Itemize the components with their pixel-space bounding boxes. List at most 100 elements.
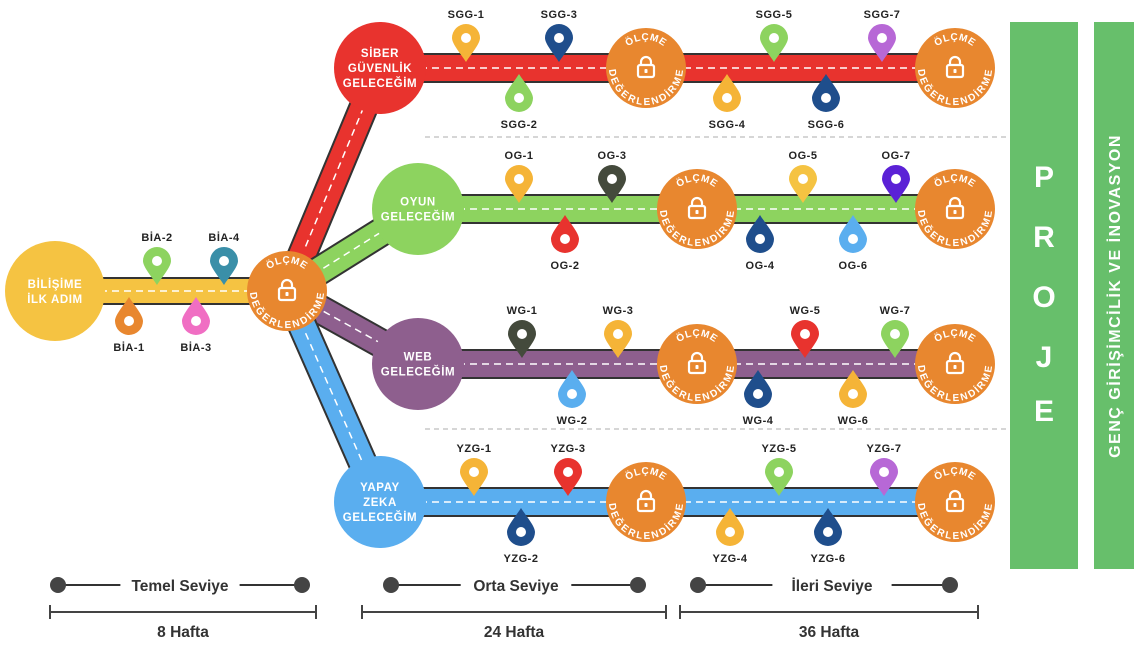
pin-sgg-6-label: SGG-6: [808, 119, 845, 131]
assessment-cyber-security-mid-top-label: ÖLÇME: [623, 32, 669, 49]
pin-sgg-1-label: SGG-1: [448, 9, 485, 21]
track-node-cyber-security: SİBER GÜVENLİK GELECEĞİM: [334, 22, 426, 114]
pin-bia-2-label: BİA-2: [141, 231, 172, 244]
pin-yzg-3: YZG-3: [551, 443, 586, 496]
pin-og-6-dot: [848, 234, 858, 244]
pin-yzg-3-label: YZG-3: [551, 443, 586, 455]
track-node-cyber-security-line-1: SİBER: [361, 47, 399, 60]
pin-sgg-4-label: SGG-4: [709, 119, 746, 131]
pin-sgg-7-dot: [877, 33, 887, 43]
pin-wg-7-dot: [890, 329, 900, 339]
pin-og-1-dot: [514, 174, 524, 184]
pin-bia-3: BİA-3: [180, 297, 211, 354]
pin-yzg-5-label: YZG-5: [762, 443, 797, 455]
pin-bia-4-label: BİA-4: [208, 231, 240, 244]
assessment-cyber-security-mid-circle: [606, 28, 686, 108]
pin-sgg-6: SGG-6: [808, 74, 845, 131]
pin-yzg-1-dot: [469, 467, 479, 477]
assessment-web-mid-top-label: ÖLÇME: [674, 328, 720, 345]
pin-sgg-3-label: SGG-3: [541, 9, 578, 21]
pin-wg-6: WG-6: [838, 370, 868, 427]
pin-sgg-3: SGG-3: [541, 9, 578, 62]
pin-bia-2: BİA-2: [141, 231, 172, 285]
track-node-game-line-2: GELECEĞİM: [381, 211, 455, 224]
pin-og-2-label: OG-2: [551, 260, 580, 272]
track-node-cyber-security-line-3: GELECEĞİM: [343, 77, 417, 90]
level-1-weeks: 8 Hafta: [157, 624, 209, 641]
pin-sgg-4: SGG-4: [709, 74, 746, 131]
assessment-game-mid-top-label: ÖLÇME: [674, 173, 720, 190]
pin-yzg-1-label: YZG-1: [457, 443, 492, 455]
track-node-game-line-1: OYUN: [400, 197, 436, 209]
innovation-panel: GENÇ GİRİŞİMCİLİK VE İNOVASYON: [1094, 22, 1134, 569]
pin-wg-5-label: WG-5: [790, 305, 821, 317]
pin-sgg-5-dot: [769, 33, 779, 43]
pin-wg-5-dot: [800, 329, 810, 339]
pin-og-7-dot: [891, 174, 901, 184]
pin-sgg-7: SGG-7: [864, 9, 901, 63]
pin-og-6: OG-6: [839, 215, 868, 272]
track-node-web-line-1: WEB: [404, 352, 433, 364]
assessment-web-end-top-label: ÖLÇME: [932, 328, 978, 345]
pin-og-3: OG-3: [598, 150, 627, 203]
pin-bia-2-dot: [152, 256, 162, 266]
pin-sgg-7-label: SGG-7: [864, 9, 901, 21]
level-2-end-dot: [630, 577, 646, 593]
pin-og-5-dot: [798, 174, 808, 184]
track-web-pins: WG-1WG-2WG-3WG-4WG-5WG-6WG-7: [507, 305, 910, 427]
pin-yzg-6-label: YZG-6: [811, 553, 846, 565]
pin-yzg-4-label: YZG-4: [713, 553, 748, 565]
proje-letter-o: O: [1032, 281, 1055, 314]
pin-yzg-2-dot: [516, 527, 526, 537]
proje-letter-r: R: [1033, 221, 1055, 254]
track-node-cyber-security-line-2: GÜVENLİK: [348, 62, 412, 75]
level-3-label: İleri Seviye: [791, 578, 872, 595]
pin-yzg-4: YZG-4: [713, 508, 748, 565]
pin-wg-3: WG-3: [603, 305, 633, 358]
assessment-game-mid-circle: [657, 169, 737, 249]
start-node-line-1: BİLİŞİME: [28, 278, 83, 291]
assessment-game-end-top-label: ÖLÇME: [932, 173, 978, 190]
pin-bia-1-label: BİA-1: [113, 341, 144, 354]
pin-sgg-2-dot: [514, 93, 524, 103]
start-node: BİLİŞİME İLK ADIM: [5, 241, 105, 341]
pin-wg-4-label: WG-4: [743, 415, 774, 427]
pin-wg-3-dot: [613, 329, 623, 339]
pin-og-3-label: OG-3: [598, 150, 627, 162]
pin-sgg-5-label: SGG-5: [756, 9, 793, 21]
pin-wg-1-label: WG-1: [507, 305, 538, 317]
pin-wg-4-dot: [753, 389, 763, 399]
pin-og-2-dot: [560, 234, 570, 244]
pin-bia-1-dot: [124, 316, 134, 326]
pin-wg-2: WG-2: [557, 370, 588, 427]
pin-wg-2-dot: [567, 389, 577, 399]
pin-bia-1: BİA-1: [113, 297, 144, 354]
pin-og-7: OG-7: [882, 150, 910, 203]
pin-bia-4-dot: [219, 256, 229, 266]
level-2-label: Orta Seviye: [473, 578, 559, 595]
pin-og-6-label: OG-6: [839, 260, 868, 272]
level-1: Temel Seviye 8 Hafta: [49, 577, 317, 641]
pin-yzg-2-label: YZG-2: [504, 553, 539, 565]
assessment-start-top-label: ÖLÇME: [264, 255, 310, 272]
pin-sgg-6-dot: [821, 93, 831, 103]
pin-wg-2-label: WG-2: [557, 415, 588, 427]
pin-sgg-2: SGG-2: [501, 74, 537, 131]
assessment-cyber-security-end-top-label: ÖLÇME: [932, 32, 978, 49]
assessment-ai-mid-top-label: ÖLÇME: [623, 466, 669, 483]
level-1-label: Temel Seviye: [131, 578, 228, 595]
pin-yzg-6-dot: [823, 527, 833, 537]
pin-yzg-7: YZG-7: [867, 443, 901, 496]
pin-wg-5: WG-5: [790, 305, 821, 358]
pin-og-2: OG-2: [551, 215, 580, 272]
assessment-ai-mid-circle: [606, 462, 686, 542]
level-1-end-dot: [294, 577, 310, 593]
track-node-ai-line-1: YAPAY: [360, 482, 400, 494]
